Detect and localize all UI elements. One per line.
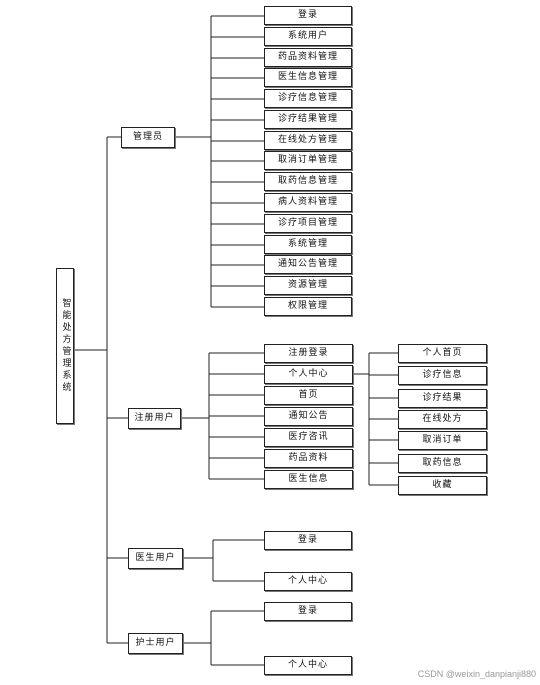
role-node-nurse: 护士用户: [128, 633, 183, 654]
root-node: 智能处方管理系统: [56, 268, 74, 424]
watermark-text: CSDN @weixin_danpianji880: [417, 669, 536, 679]
admin-item: 医生信息管理: [264, 68, 352, 87]
admin-item: 权限管理: [264, 297, 352, 316]
admin-item: 诊疗信息管理: [264, 89, 352, 108]
doctor-item: 个人中心: [264, 572, 352, 591]
role-node-doctor: 医生用户: [128, 548, 183, 569]
admin-item: 病人资料管理: [264, 193, 352, 212]
personal-center-sub-item: 诊疗信息: [398, 366, 487, 385]
admin-item: 系统管理: [264, 235, 352, 254]
registered-user-item: 个人中心: [264, 365, 353, 384]
personal-center-sub-item: 个人首页: [398, 344, 487, 363]
admin-item: 在线处方管理: [264, 131, 352, 150]
admin-item: 资源管理: [264, 276, 352, 295]
registered-user-item: 药品资料: [264, 449, 353, 468]
registered-user-item: 医生信息: [264, 470, 353, 489]
registered-user-item: 注册登录: [264, 344, 353, 363]
admin-item: 取消订单管理: [264, 151, 352, 170]
admin-item: 通知公告管理: [264, 255, 352, 274]
registered-user-item: 医疗咨讯: [264, 428, 353, 447]
role-node-registered-user: 注册用户: [128, 408, 181, 429]
nurse-item: 登录: [264, 602, 352, 621]
admin-item: 登录: [264, 6, 352, 25]
admin-item: 诊疗结果管理: [264, 110, 352, 129]
registered-user-item: 通知公告: [264, 407, 353, 426]
admin-item: 诊疗项目管理: [264, 214, 352, 233]
nurse-item: 个人中心: [264, 656, 352, 675]
admin-item: 取药信息管理: [264, 172, 352, 191]
doctor-item: 登录: [264, 531, 352, 550]
personal-center-sub-item: 在线处方: [398, 410, 487, 429]
registered-user-item: 首页: [264, 386, 353, 405]
admin-item: 系统用户: [264, 27, 352, 46]
admin-item: 药品资料管理: [264, 48, 352, 67]
personal-center-sub-item: 诊疗结果: [398, 389, 487, 408]
personal-center-sub-item: 取消订单: [398, 431, 487, 450]
personal-center-sub-item: 取药信息: [398, 454, 487, 473]
role-node-admin: 管理员: [121, 127, 175, 148]
personal-center-sub-item: 收藏: [398, 476, 487, 495]
